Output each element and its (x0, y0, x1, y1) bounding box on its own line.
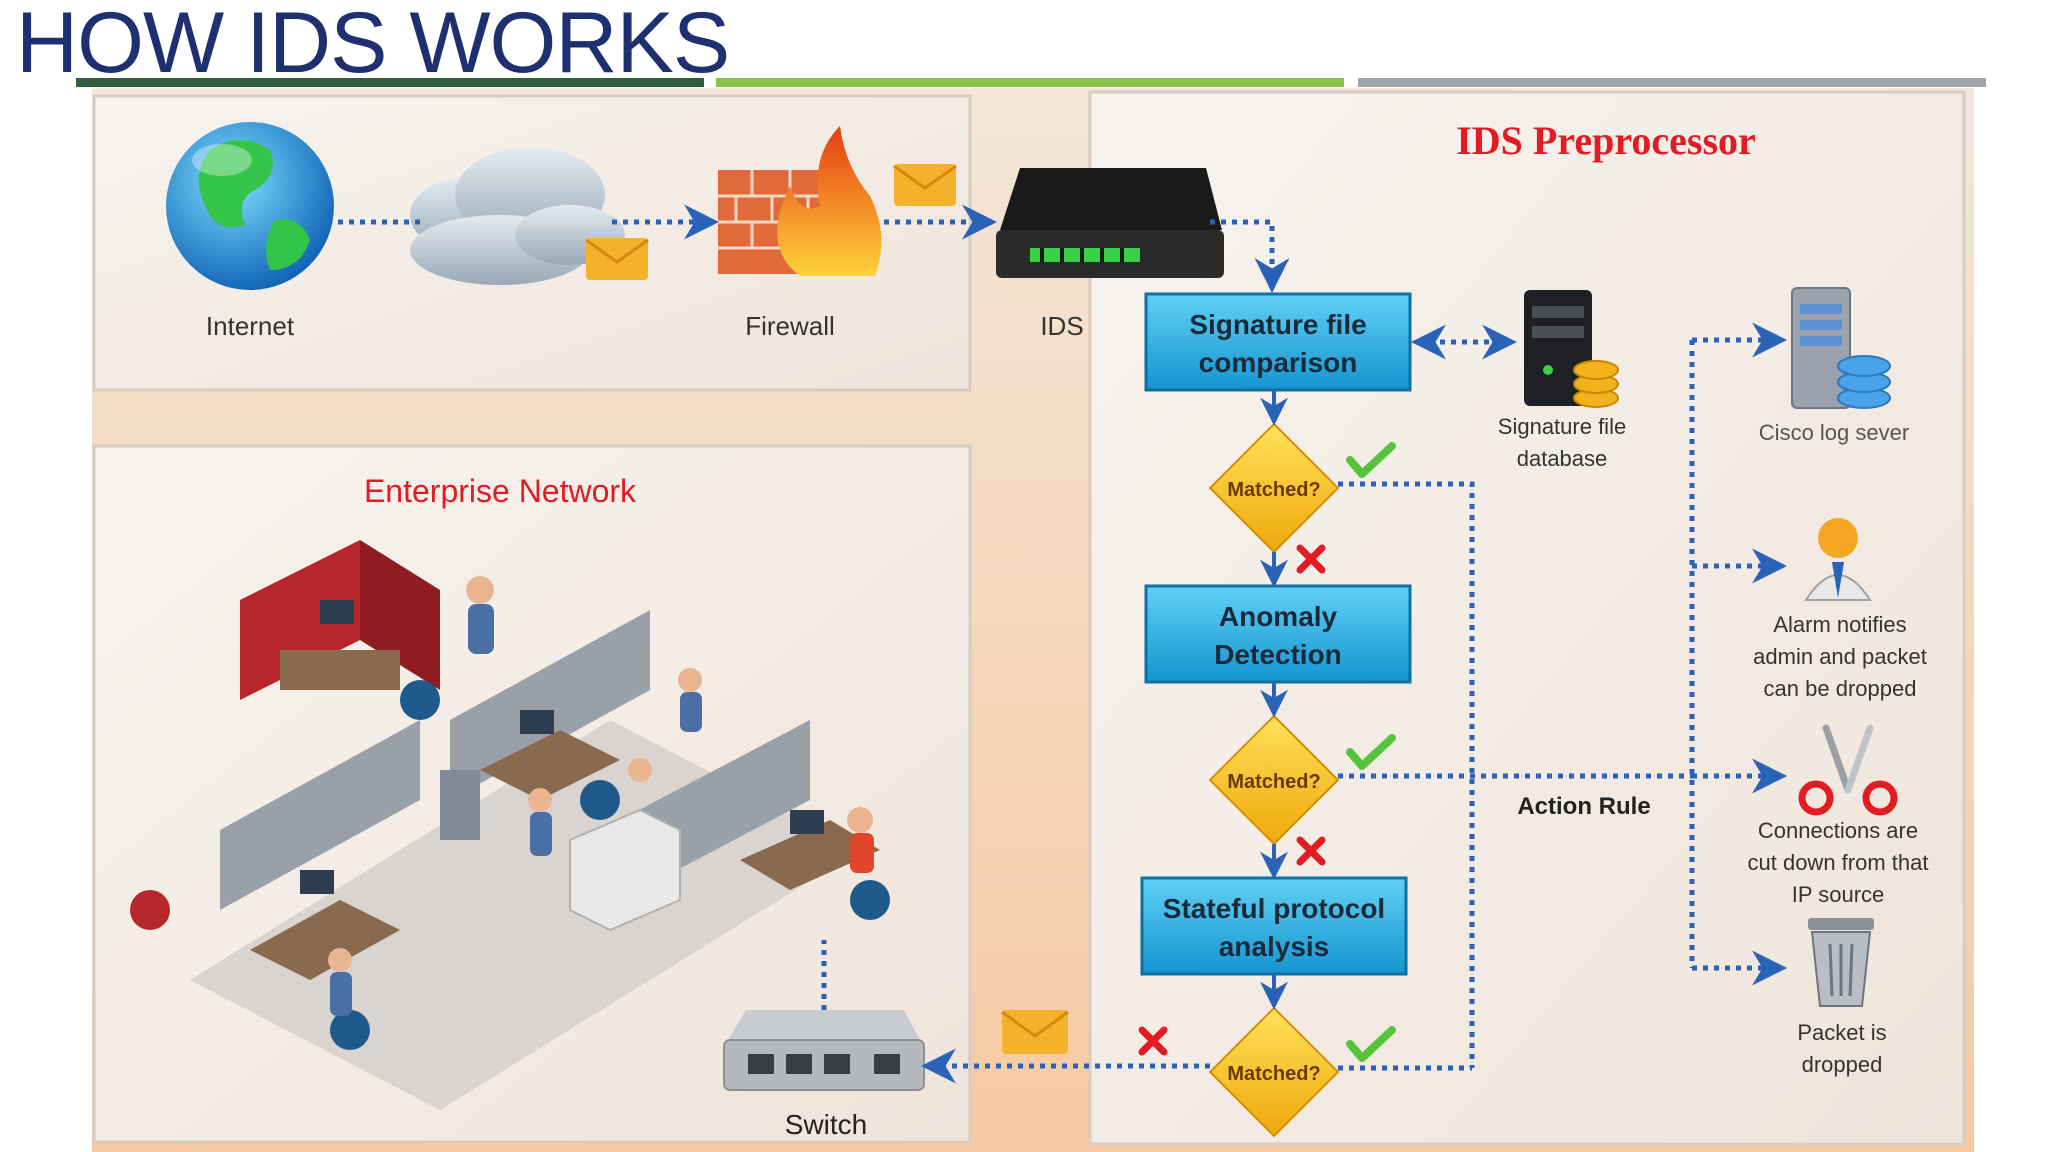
envelope-icon (893, 164, 957, 206)
drop-label-line1: Packet is (1797, 1020, 1886, 1045)
enterprise-title: Enterprise Network (364, 473, 637, 509)
process-box-signature: Signature file comparison (1144, 292, 1412, 392)
decision-3: Matched? (1208, 1006, 1340, 1138)
admin-alarm-icon (1804, 518, 1872, 601)
x-mark-icon (1296, 544, 1326, 574)
firewall-label: Firewall (745, 311, 835, 341)
process-box-stateful: Stateful protocol analysis (1140, 876, 1408, 976)
db-label-line1: Signature file (1498, 414, 1626, 439)
globe-icon (166, 122, 334, 290)
check-mark-icon (1346, 734, 1396, 770)
process-box-signature-line2: comparison (1199, 347, 1358, 378)
title-rule-gray (1358, 78, 1986, 87)
log-server-label: Cisco log sever (1759, 420, 1909, 445)
firewall-icon (718, 126, 882, 276)
ids-label: IDS (1040, 311, 1083, 341)
database-server-icon (1524, 290, 1619, 408)
internet-label: Internet (206, 311, 295, 341)
ids-device-icon (996, 168, 1224, 278)
x-mark-icon (1296, 836, 1326, 866)
check-mark-icon (1346, 1026, 1396, 1062)
process-box-stateful-line1: Stateful protocol (1163, 893, 1385, 924)
action-rule-label: Action Rule (1517, 793, 1650, 820)
alarm-label-line1: Alarm notifies (1773, 612, 1906, 637)
cut-label-line3: IP source (1792, 882, 1885, 907)
process-box-signature-line1: Signature file (1189, 309, 1366, 340)
decision-1: Matched? (1208, 422, 1340, 554)
alarm-label-line2: admin and packet (1753, 644, 1927, 669)
cut-label-line1: Connections are (1758, 818, 1918, 843)
decision-1-label: Matched? (1227, 479, 1320, 501)
alarm-label-line3: can be dropped (1764, 676, 1917, 701)
preprocessor-title: IDS Preprocessor (1456, 118, 1756, 163)
process-box-stateful-line2: analysis (1219, 931, 1330, 962)
db-label-line2: database (1517, 446, 1608, 471)
slide-title: HOW IDS WORKS (16, 0, 730, 91)
envelope-icon (585, 238, 649, 280)
switch-icon (723, 1010, 925, 1091)
title-rule-dark (76, 78, 704, 87)
process-box-anomaly-line2: Detection (1214, 639, 1342, 670)
check-mark-icon (1346, 442, 1396, 478)
switch-label: Switch (785, 1109, 867, 1140)
x-mark-icon (1138, 1026, 1168, 1056)
title-rule-green (716, 78, 1344, 87)
connector-match1-bus (1338, 481, 1475, 1068)
scissors-icon (1798, 724, 1898, 816)
drop-label-line2: dropped (1802, 1052, 1883, 1077)
decision-2: Matched? (1208, 714, 1340, 846)
cut-label-line2: cut down from that (1748, 850, 1929, 875)
cloud-icon (410, 147, 625, 285)
log-server-icon (1791, 287, 1891, 409)
process-box-anomaly: Anomaly Detection (1144, 584, 1412, 684)
decision-3-label: Matched? (1227, 1063, 1320, 1085)
process-box-anomaly-line1: Anomaly (1219, 601, 1338, 632)
trash-can-icon (1808, 918, 1874, 1007)
office-illustration (130, 540, 890, 1110)
decision-2-label: Matched? (1227, 771, 1320, 793)
envelope-icon (1001, 1010, 1069, 1054)
